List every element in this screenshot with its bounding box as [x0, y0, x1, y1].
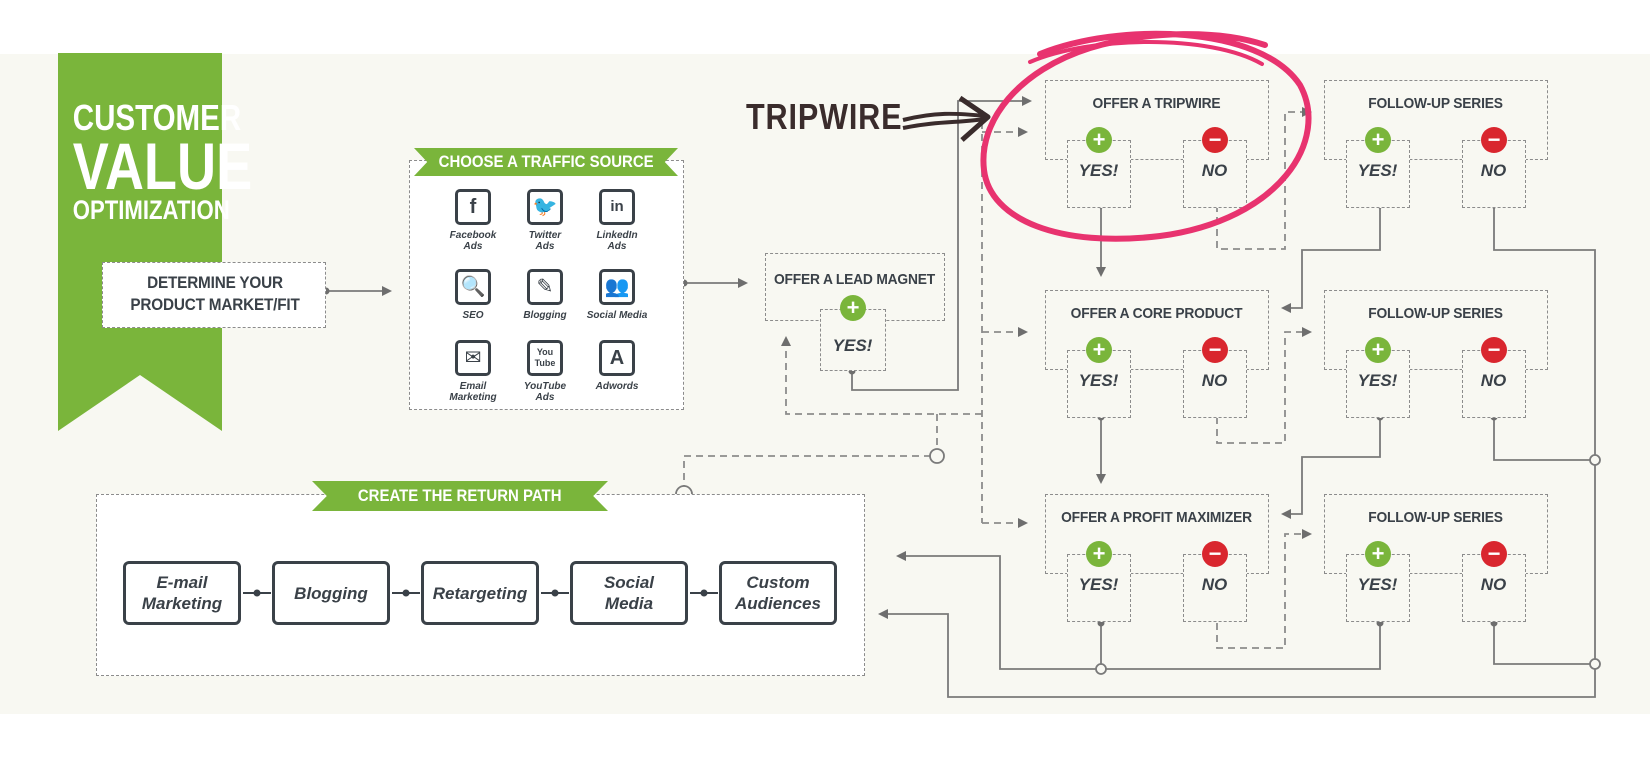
- source-glyph: 🔍: [460, 276, 486, 298]
- return-path-item-line1: Retargeting: [432, 583, 528, 603]
- return-path-item: Retargeting: [421, 561, 539, 625]
- title-line-optimization: OPTIMIZATION: [72, 195, 230, 225]
- offer-no-label: NO: [1201, 371, 1228, 390]
- determine-market-fit-box: DETERMINE YOUR PRODUCT MARKET/FIT: [102, 262, 326, 328]
- return-path-item-line1: Custom: [746, 573, 810, 592]
- offer-plus-icon: +: [1086, 127, 1112, 153]
- followup-plus-icon: +: [1365, 541, 1391, 567]
- return-path-item-line1: Blogging: [294, 583, 368, 603]
- return-path-item: Blogging: [272, 561, 390, 625]
- seo-magnifier-icon: 🔍: [455, 269, 491, 305]
- determine-line2: PRODUCT MARKET/FIT: [130, 295, 300, 314]
- followup-no-label: NO: [1480, 575, 1507, 594]
- return-path-item-text: Blogging: [294, 583, 368, 604]
- source-label: LinkedIn: [596, 230, 638, 241]
- facebook-icon: f: [455, 189, 491, 225]
- followup-minus-icon: −: [1481, 127, 1507, 153]
- source-label-line2: Ads: [463, 241, 483, 252]
- source-glyph: 🐦: [532, 196, 558, 218]
- offer-yes-label: YES!: [1078, 575, 1119, 594]
- source-label: Facebook: [449, 230, 497, 241]
- source-label: Social Media: [586, 310, 648, 321]
- return-path-item-line2: Marketing: [141, 594, 223, 613]
- followup-title: FOLLOW-UP SERIES: [1368, 509, 1503, 526]
- source-label: SEO: [462, 310, 484, 321]
- source-label-line2: Marketing: [449, 392, 497, 403]
- lead-magnet-plus-icon: +: [840, 295, 866, 321]
- followup-title: FOLLOW-UP SERIES: [1368, 305, 1503, 322]
- title-ribbon: [58, 53, 222, 431]
- offer-minus-icon: −: [1202, 337, 1228, 363]
- followup-no-label: NO: [1480, 371, 1507, 390]
- social-media-people-icon: 👥: [599, 269, 635, 305]
- offer-yes-label: YES!: [1078, 371, 1119, 390]
- source-label: Blogging: [523, 310, 567, 321]
- email-envelope-icon: ✉: [455, 340, 491, 376]
- lead-magnet-box: OFFER A LEAD MAGNET: [765, 253, 945, 321]
- blogging-pencil-icon: ✎: [527, 269, 563, 305]
- determine-line1: DETERMINE YOUR: [147, 273, 283, 292]
- offer-title: OFFER A CORE PRODUCT: [1070, 305, 1243, 322]
- tripwire-annotation: TRIPWIRE: [746, 96, 903, 137]
- followup-plus-icon: +: [1365, 127, 1391, 153]
- return-path-item-text: Retargeting: [433, 583, 527, 604]
- source-label: Email: [459, 381, 487, 392]
- offer-plus-icon: +: [1086, 337, 1112, 363]
- lead-magnet-title: OFFER A LEAD MAGNET: [773, 271, 936, 288]
- source-label-line2: Ads: [535, 241, 555, 252]
- source-label: Twitter: [528, 230, 562, 241]
- offer-box: OFFER A CORE PRODUCT: [1045, 290, 1269, 370]
- source-glyph: ✉: [464, 347, 482, 369]
- followup-yes-label: YES!: [1357, 161, 1398, 180]
- followup-minus-icon: −: [1481, 541, 1507, 567]
- offer-yes-label: YES!: [1078, 161, 1119, 180]
- source-label-line2: Ads: [607, 241, 627, 252]
- linkedin-icon: in: [599, 189, 635, 225]
- offer-no-label: NO: [1201, 161, 1228, 180]
- source-glyph: 👥: [604, 276, 630, 298]
- source-label-line2: Ads: [535, 392, 555, 403]
- offer-title: OFFER A TRIPWIRE: [1092, 95, 1221, 112]
- lead-magnet-yes-label: YES!: [832, 336, 873, 355]
- twitter-icon: 🐦: [527, 189, 563, 225]
- return-path-item-line1: E-mail: [156, 573, 208, 592]
- offer-minus-icon: −: [1202, 127, 1228, 153]
- followup-no-label: NO: [1480, 161, 1507, 180]
- source-glyph: f: [469, 196, 477, 218]
- source-glyph: You Tube: [534, 347, 556, 368]
- return-path-item-line2: Media: [604, 594, 654, 613]
- traffic-source-banner: CHOOSE A TRAFFIC SOURCE: [414, 148, 678, 176]
- source-glyph: A: [609, 347, 625, 369]
- offer-minus-icon: −: [1202, 541, 1228, 567]
- followup-title: FOLLOW-UP SERIES: [1368, 95, 1503, 112]
- source-label: YouTube: [523, 381, 567, 392]
- adwords-icon: A: [599, 340, 635, 376]
- offer-yes-box: YES!: [1067, 554, 1131, 622]
- followup-minus-icon: −: [1481, 337, 1507, 363]
- youtube-icon: You Tube: [527, 340, 563, 376]
- followup-yes-label: YES!: [1357, 371, 1398, 390]
- offer-no-label: NO: [1201, 575, 1228, 594]
- followup-plus-icon: +: [1365, 337, 1391, 363]
- return-path-item-line1: Social: [603, 573, 655, 592]
- offer-plus-icon: +: [1086, 541, 1112, 567]
- return-path-banner: CREATE THE RETURN PATH: [312, 481, 608, 511]
- followup-yes-label: YES!: [1357, 575, 1398, 594]
- offer-title: OFFER A PROFIT MAXIMIZER: [1061, 509, 1252, 526]
- source-label: Adwords: [595, 381, 639, 392]
- source-glyph: ✎: [536, 276, 554, 298]
- return-path-item-line2: Audiences: [735, 594, 821, 613]
- source-glyph: in: [610, 198, 624, 215]
